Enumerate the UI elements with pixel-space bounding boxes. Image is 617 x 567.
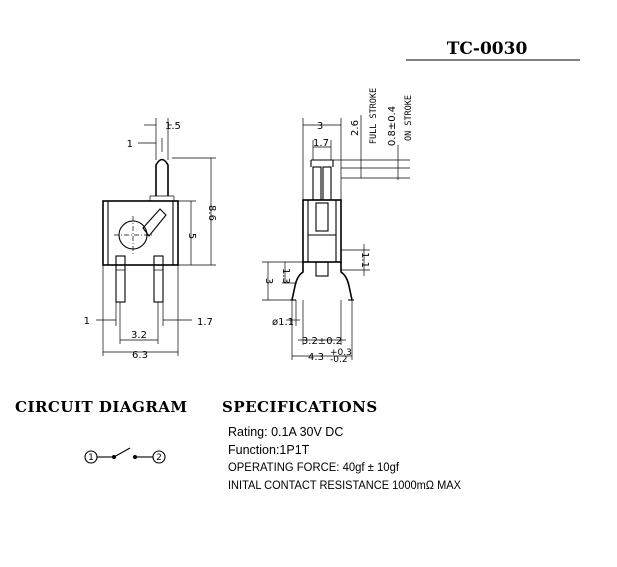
side-dim-lead-height: 3 <box>263 278 274 284</box>
front-dim-body: 5 <box>186 233 197 239</box>
side-body-slot <box>315 202 329 232</box>
side-dim-lead-inner: 1.3 <box>280 268 291 284</box>
front-dim-right: 1.7 <box>197 317 213 328</box>
front-lead-right <box>153 255 164 303</box>
front-actuator-circle <box>118 220 148 250</box>
side-label-full-stroke: FULL STROKE <box>369 88 379 144</box>
side-dim-stroke-full: 2.6 <box>350 120 361 136</box>
front-lever <box>142 208 167 237</box>
side-label-on-stroke: ON STROKE <box>404 95 414 141</box>
side-dim-plunger: 1.7 <box>313 138 329 149</box>
side-view: 3 1.7 2.6 FULL STROKE 0.8±0.4 ON STROKE … <box>262 88 414 365</box>
spec-operating-force: OPERATING FORCE: 40gf ± 10gf <box>228 462 400 474</box>
spec-function: Function:1P1T <box>228 443 310 457</box>
circuit-contact-right <box>133 455 137 459</box>
side-plunger-left <box>312 166 322 201</box>
front-dim-width: 6.3 <box>132 350 148 361</box>
side-center-block <box>315 261 329 277</box>
part-number-title: TC-0030 <box>447 39 528 59</box>
side-dim-width-tol-lower: -0.2 <box>330 355 348 365</box>
front-dim-tip: 1 <box>127 139 133 150</box>
front-view: 1.5 1 8.6 5 1 1.7 3.2 6.3 <box>84 118 217 361</box>
spec-contact-resistance: INITAL CONTACT RESISTANCE 1000mΩ MAX <box>228 480 461 492</box>
side-lead-right <box>340 262 353 301</box>
side-dim-width-tol-upper: +0.3 <box>330 348 352 358</box>
side-dim-top: 3 <box>317 121 323 132</box>
side-dim-stroke-on: 0.8±0.4 <box>387 106 398 146</box>
side-dim-lead-bend: 1.1 <box>359 252 370 268</box>
side-dim-pitch: 3.2±0.2 <box>302 336 342 347</box>
front-dim-pitch: 3.2 <box>131 330 147 341</box>
specifications: SPECIFICATIONS Rating: 0.1A 30V DC Funct… <box>222 398 461 492</box>
circuit-switch-blade <box>113 447 131 458</box>
front-lead-left <box>115 255 126 303</box>
front-dim-height: 8.6 <box>206 205 217 221</box>
circuit-diagram: CIRCUIT DIAGRAM 1 2 <box>15 398 188 464</box>
circuit-node-2 <box>152 450 166 464</box>
side-dim-lead-dia: ø1.1 <box>272 317 294 328</box>
circuit-heading: CIRCUIT DIAGRAM <box>15 398 188 416</box>
side-lead-left <box>291 262 304 301</box>
circuit-node-1-label: 1 <box>88 453 94 463</box>
side-dim-width: 4.3 <box>308 352 324 363</box>
front-dim-left: 1 <box>84 316 90 327</box>
front-dim-top: 1.5 <box>165 121 181 132</box>
spec-rating: Rating: 0.1A 30V DC <box>228 425 343 439</box>
side-plunger-right <box>322 166 332 201</box>
specifications-heading: SPECIFICATIONS <box>222 398 378 416</box>
front-body <box>102 200 179 266</box>
front-plunger <box>155 158 169 196</box>
circuit-node-2-label: 2 <box>156 453 162 463</box>
title-block: TC-0030 <box>406 39 580 61</box>
